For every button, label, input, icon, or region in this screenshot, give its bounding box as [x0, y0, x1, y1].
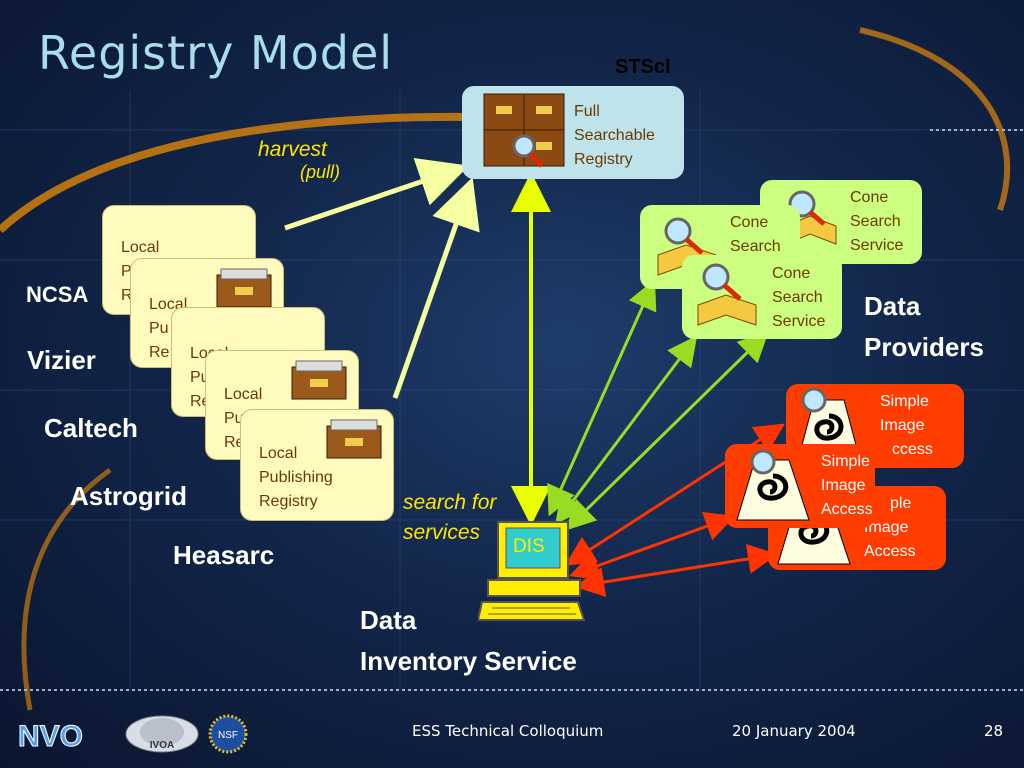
page-title: Registry Model [38, 26, 394, 80]
local-registry-1-line-2: P [121, 263, 132, 280]
sia-3-line-2: Image [864, 519, 909, 536]
harvest-label: harvest [258, 138, 327, 161]
footer-date: 20 January 2004 [732, 722, 856, 740]
sia-1-line-2: Image [880, 417, 925, 434]
cone-search-1-line-2: Search [850, 213, 901, 230]
cone-search-3-line-1: Cone [772, 265, 811, 282]
file-cabinet-icon [483, 93, 565, 168]
full-registry-line-1: Full [574, 103, 600, 120]
data-providers-line-2: Providers [864, 332, 984, 362]
svg-text:IVOA: IVOA [150, 740, 174, 751]
dis-label-line-1: Data [360, 605, 417, 635]
computer-icon [478, 521, 586, 621]
svg-text:NVO: NVO [18, 720, 83, 753]
svg-text:NSF: NSF [218, 730, 238, 741]
database-icon [291, 360, 347, 400]
data-providers-line-1: Data [864, 291, 921, 321]
dis-label-line-2: Inventory Service [360, 646, 577, 676]
local-registry-2-line-2: Pu [149, 320, 169, 337]
sia-2-line-1: Simple [821, 453, 870, 470]
search-for-services-line-2: services [403, 521, 481, 544]
local-registry-1-line-1: Local [121, 239, 160, 256]
source-ncsa: NCSA [26, 282, 89, 307]
local-registry-3-line-2: Pu [190, 369, 210, 386]
sia-3-line-3: Access [864, 543, 916, 560]
search-for-services-label: search for services [403, 488, 496, 548]
local-registry-box-5: Local Publishing Registry [240, 409, 394, 521]
cone-search-box-3: Cone Search Service [682, 255, 842, 339]
full-registry-box: Full Searchable Registry [462, 86, 684, 179]
magnifier-book-icon [697, 263, 757, 326]
local-registry-4-line-1: Local [224, 386, 263, 403]
cone-search-1-line-3: Service [850, 237, 904, 254]
local-registry-5-line-1: Local [259, 445, 298, 462]
cone-arrow-1 [547, 279, 657, 517]
footer-logos: NVO IVOA NSF [18, 714, 248, 754]
data-inventory-service-label: Data Inventory Service [360, 600, 577, 682]
ivoa-logo: IVOA [125, 715, 199, 753]
source-caltech: Caltech [44, 413, 138, 443]
footer-page-number: 28 [984, 722, 1004, 740]
dis-screen-label: DIS [513, 536, 545, 557]
full-registry-line-2: Searchable [574, 127, 655, 144]
cone-search-1-line-1: Cone [850, 189, 889, 206]
data-providers-label: Data Providers [864, 286, 984, 368]
cone-search-2-line-2: Search [730, 238, 781, 255]
source-astrogrid: Astrogrid [70, 481, 187, 511]
cone-search-3-line-3: Service [772, 313, 826, 330]
sia-1-line-1: Simple [880, 393, 929, 410]
nsf-logo: NSF [208, 714, 248, 754]
database-icon [326, 419, 382, 459]
local-registry-1-line-3: R [121, 287, 133, 304]
sia-2-line-3: Access [821, 501, 873, 518]
sia-arrow-2 [569, 512, 736, 581]
sia-3-line-1: ple [890, 495, 912, 512]
source-heasarc: Heasarc [173, 540, 275, 570]
local-registry-5-line-2: Publishing [259, 469, 333, 486]
cone-search-3-line-2: Search [772, 289, 823, 306]
pull-label: (pull) [300, 162, 341, 182]
sia-box-2: Simple Image Access [725, 444, 875, 528]
search-for-services-line-1: search for [403, 491, 497, 514]
source-vizier: Vizier [27, 345, 96, 375]
local-registry-5-line-3: Registry [259, 493, 318, 510]
harvest-arrow-2 [392, 177, 480, 399]
full-registry-line-3: Registry [574, 151, 633, 168]
sia-2-line-2: Image [821, 477, 866, 494]
cone-search-2-line-1: Cone [730, 214, 769, 231]
local-registry-4-line-3: Re [224, 434, 245, 451]
swoosh-arc-left [21, 467, 112, 711]
local-registry-4-line-2: Pu [224, 410, 244, 427]
sia-1-line-3: ccess [892, 441, 933, 458]
stsci-label: STScI [615, 56, 671, 78]
sia-arrow-3 [574, 544, 778, 597]
nvo-logo: NVO [18, 720, 84, 754]
harvest-arrow-1 [284, 157, 469, 231]
swoosh-arc-right [859, 27, 1010, 211]
local-registry-2-line-3: Re [149, 344, 170, 361]
database-icon [216, 268, 272, 308]
galaxy-image-icon [736, 449, 810, 521]
footer-event: ESS Technical Colloquium [412, 722, 604, 740]
